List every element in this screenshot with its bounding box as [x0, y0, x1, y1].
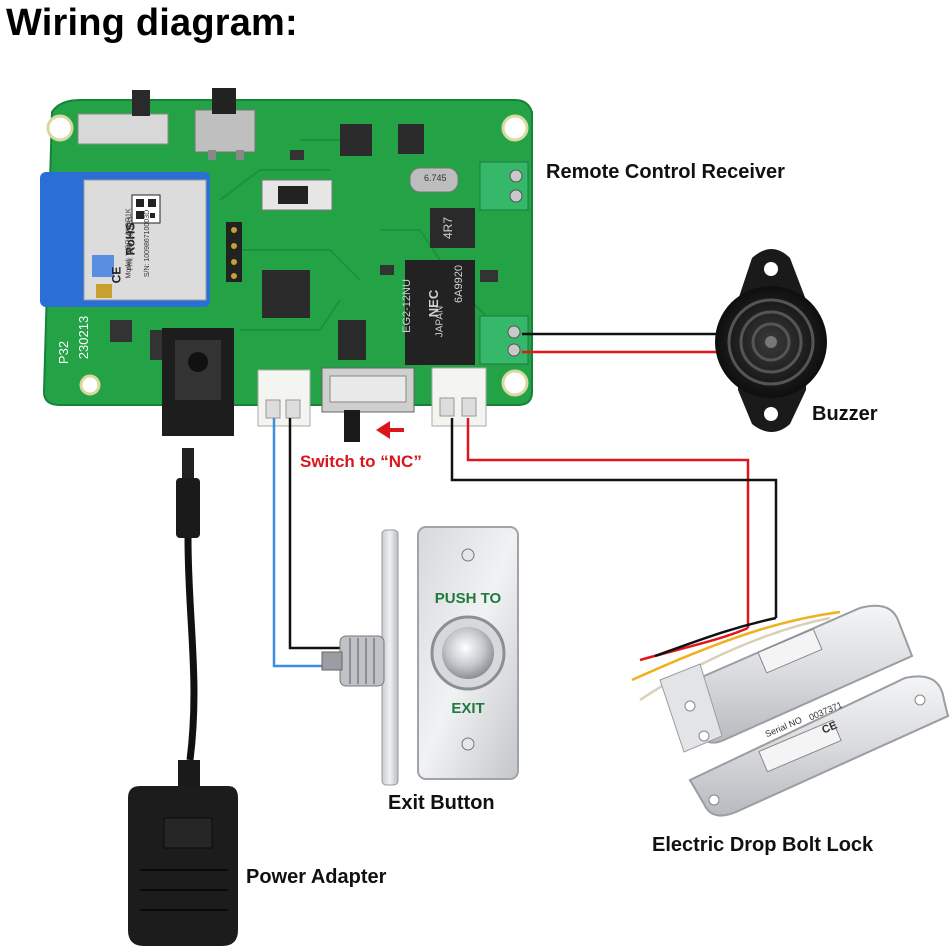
relay-country: JAPAN: [434, 305, 446, 338]
pcb-board: [40, 88, 533, 442]
switch-note: Switch to “NC”: [300, 452, 422, 471]
lock-label: Electric Drop Bolt Lock: [652, 834, 874, 856]
exit-plate-top-text: PUSH TO: [434, 590, 502, 607]
ce-mark: CE: [109, 266, 124, 284]
connector-left: [257, 369, 311, 427]
crystal-label: 6.745: [424, 173, 447, 183]
connector-right: [431, 367, 487, 427]
page-title: Wiring diagram:: [6, 2, 298, 44]
wires: [272, 332, 778, 668]
module-brand-label: WBR1: [28, 226, 40, 258]
power-adapter-label: Power Adapter: [246, 866, 387, 888]
relay-code: 6A9920: [452, 265, 465, 303]
ic-chips: [110, 124, 498, 360]
exit-button-icon: [321, 526, 519, 786]
relay: [405, 260, 475, 365]
board-date: 230213: [76, 315, 92, 360]
power-adapter-icon: [128, 448, 238, 946]
arrow-left-icon: [376, 421, 404, 439]
qr-code-icon: [131, 194, 161, 224]
exit-button-label: Exit Button: [388, 792, 495, 814]
module-sn: S/N: 100986710003D: [144, 209, 152, 278]
buzzer-icon: [715, 249, 827, 432]
nc-no-switch: [321, 367, 415, 442]
wifi-module: [40, 172, 210, 307]
inductor-label: 4R7: [441, 216, 456, 240]
dc-power-jack: [162, 328, 234, 436]
relay-model: EG2-12NU: [400, 279, 413, 333]
board-id: P32: [56, 340, 72, 365]
module-pn: P/N: 2151100163: [127, 216, 135, 271]
drop-bolt-lock-icon: [631, 604, 950, 817]
terminal-buzzer: [479, 315, 529, 365]
receiver-label: Remote Control Receiver: [546, 161, 785, 183]
terminal-receiver: [479, 161, 529, 211]
exit-plate-bottom-text: EXIT: [451, 700, 485, 717]
buzzer-label: Buzzer: [812, 403, 878, 425]
